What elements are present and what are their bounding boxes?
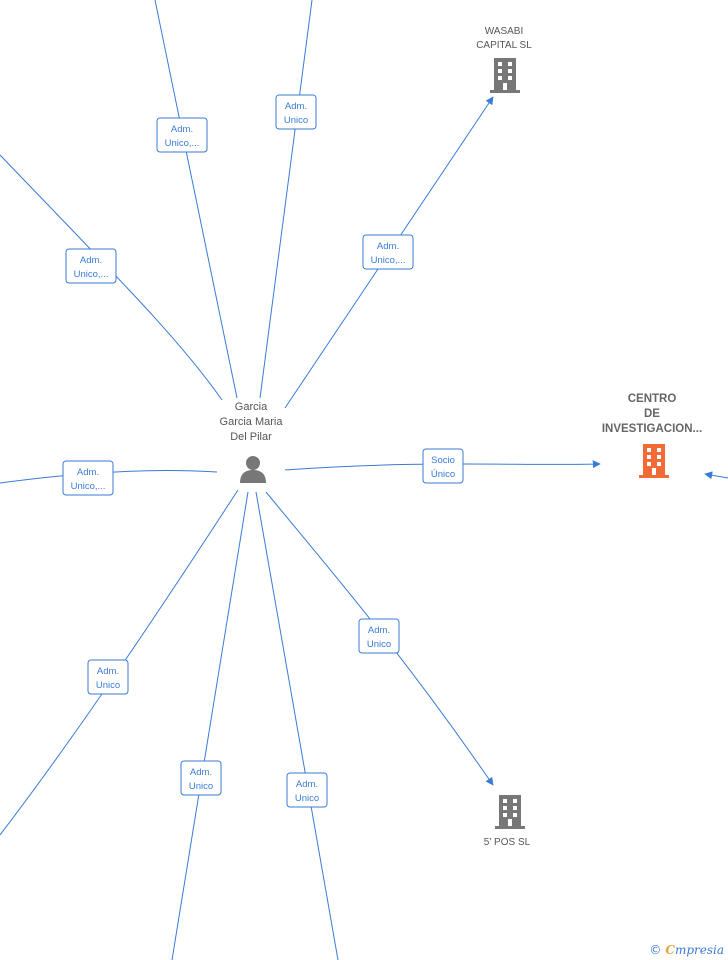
edge-label[interactable]: Adm. Unico,... (62, 460, 114, 496)
edge-label-line1: Adm. (285, 101, 307, 112)
building-icon (490, 58, 520, 93)
edge-label[interactable]: Adm. Unico (286, 772, 328, 808)
edge-label-line2: Único (431, 469, 455, 480)
edge-label-line2: Unico (284, 115, 308, 126)
edge-label-line1: Socio (431, 455, 455, 466)
edge-upper-left (0, 154, 223, 401)
edge-label-line1: Adm. (77, 467, 99, 478)
edge-bottom-left (171, 491, 249, 960)
edge-label-line2: Unico,... (74, 269, 109, 280)
building-icon (495, 795, 525, 829)
edge-bottom (255, 491, 339, 960)
edge-label-line1: Adm. (377, 241, 399, 252)
edge-label[interactable]: Adm. Unico (358, 618, 400, 654)
brand-name: mpresia (674, 943, 724, 957)
copyright-symbol: © (649, 943, 662, 957)
edge-label[interactable]: Adm. Unico (275, 94, 317, 130)
edge-labels: Adm. Unico,... Adm. Unico Adm. Unico,...… (62, 94, 464, 808)
edge-label[interactable]: Adm. Unico,... (65, 248, 117, 284)
edge-label-line1: Adm. (171, 124, 193, 135)
company-name-line2: CAPITAL SL (476, 40, 532, 51)
company-node-5pos[interactable]: 5' POS SL (484, 795, 531, 848)
edge-into-centro-right (704, 471, 728, 480)
edge-label[interactable]: Adm. Unico (180, 760, 222, 796)
edge-label-line1: Adm. (190, 767, 212, 778)
company-name-line1: WASABI (485, 26, 524, 37)
person-node[interactable]: Garcia Garcia Maria Del Pilar (220, 401, 284, 483)
company-name-line3: INVESTIGACION... (602, 423, 702, 435)
company-name-line1: 5' POS SL (484, 837, 531, 848)
company-node-wasabi[interactable]: WASABI CAPITAL SL (476, 26, 532, 93)
edge-label-line1: Adm. (296, 779, 318, 790)
person-name-line1: Garcia (235, 401, 268, 413)
edge-label-line1: Adm. (80, 255, 102, 266)
edge-label-line2: Unico,... (371, 255, 406, 266)
edge-label-line2: Unico (295, 793, 319, 804)
company-name-line2: DE (644, 408, 660, 420)
edge-label-line2: Unico,... (165, 138, 200, 149)
edge-top-left (154, 0, 238, 399)
edge-label-line2: Unico (367, 639, 391, 650)
brand-initial: C (665, 943, 675, 957)
edge-top (259, 0, 313, 399)
edge-to-5pos (265, 491, 494, 786)
edge-label-line2: Unico (189, 781, 213, 792)
edge-label[interactable]: Socio Único (422, 448, 464, 484)
edge-label-line1: Adm. (368, 625, 390, 636)
building-icon (639, 444, 669, 478)
company-node-centro[interactable]: CENTRO DE INVESTIGACION... (602, 393, 702, 478)
edge-label-line1: Adm. (97, 666, 119, 677)
person-icon (240, 456, 266, 483)
company-name-line1: CENTRO (628, 393, 677, 405)
person-name-line2: Garcia Maria (220, 416, 284, 428)
person-name-line3: Del Pilar (230, 431, 272, 443)
edge-label[interactable]: Adm. Unico,... (362, 234, 414, 270)
edge-label-line2: Unico,... (71, 481, 106, 492)
edge-label[interactable]: Adm. Unico (87, 659, 129, 695)
edge-label-line2: Unico (96, 680, 120, 691)
brand-footer: ©Cmpresia (649, 943, 724, 957)
edge-label[interactable]: Adm. Unico,... (156, 117, 208, 153)
